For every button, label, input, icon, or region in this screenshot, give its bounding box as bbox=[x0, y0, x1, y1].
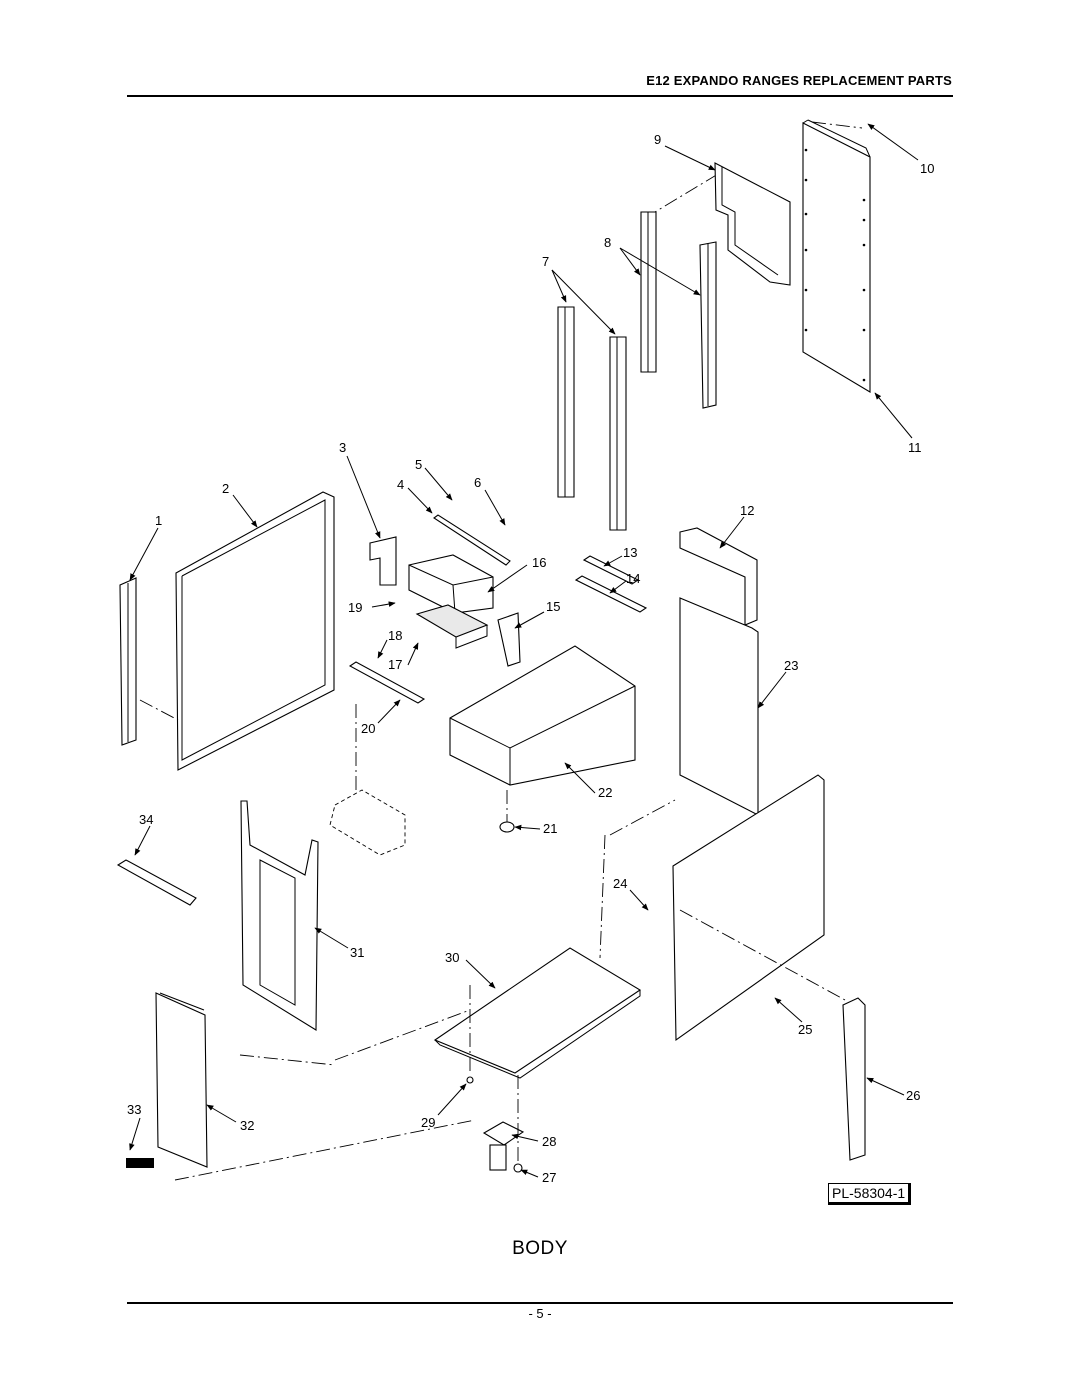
callout-25: 25 bbox=[798, 1022, 812, 1037]
callout-21: 21 bbox=[543, 821, 557, 836]
callout-20: 20 bbox=[361, 721, 375, 736]
part-28-leg bbox=[482, 1121, 525, 1171]
part-32-side-panel bbox=[155, 992, 208, 1168]
part-29-screw bbox=[466, 1076, 474, 1084]
callout-13: 13 bbox=[623, 545, 637, 560]
callout-11: 11 bbox=[908, 440, 922, 455]
callout-23: 23 bbox=[784, 658, 798, 673]
part-15-bracket bbox=[497, 612, 521, 667]
callout-28: 28 bbox=[542, 1134, 556, 1149]
part-21-foot bbox=[499, 821, 515, 833]
callout-2: 2 bbox=[222, 481, 229, 496]
callout-34: 34 bbox=[139, 812, 153, 827]
callout-8: 8 bbox=[604, 235, 611, 250]
callout-7: 7 bbox=[542, 254, 549, 269]
callout-numbers: 9 10 8 7 11 3 5 4 6 2 1 12 13 16 14 15 1… bbox=[127, 132, 934, 1185]
callout-27: 27 bbox=[542, 1170, 556, 1185]
part-27-screw bbox=[513, 1163, 523, 1173]
callout-3: 3 bbox=[339, 440, 346, 455]
page-number: - 5 - bbox=[528, 1306, 552, 1321]
callout-19: 19 bbox=[348, 600, 362, 615]
callout-22: 22 bbox=[598, 785, 612, 800]
callout-4: 4 bbox=[397, 477, 404, 492]
callout-18: 18 bbox=[388, 628, 402, 643]
part-7-channels bbox=[557, 306, 627, 531]
page-header-title: E12 EXPANDO RANGES REPLACEMENT PARTS bbox=[646, 73, 952, 88]
callout-10: 10 bbox=[920, 161, 934, 176]
callout-33: 33 bbox=[127, 1102, 141, 1117]
part-1-trim bbox=[119, 577, 137, 746]
callout-32: 32 bbox=[240, 1118, 254, 1133]
callout-1: 1 bbox=[155, 513, 162, 528]
diagram-title: BODY bbox=[512, 1238, 568, 1259]
part-12-cover bbox=[679, 527, 758, 626]
callout-24: 24 bbox=[613, 876, 627, 891]
footer-rule bbox=[127, 1302, 953, 1304]
callout-26: 26 bbox=[906, 1088, 920, 1103]
callout-16: 16 bbox=[532, 555, 546, 570]
part-17-grille bbox=[415, 604, 489, 649]
part-20-bar bbox=[348, 661, 426, 704]
drawing-number: PL-58304-1 bbox=[828, 1183, 912, 1205]
callout-29: 29 bbox=[421, 1115, 435, 1130]
part-11-side-panel bbox=[802, 119, 871, 393]
leader-arrows bbox=[129, 123, 919, 1178]
callout-6: 6 bbox=[474, 475, 481, 490]
callout-14: 14 bbox=[626, 571, 640, 586]
part-31-front-panel bbox=[240, 800, 319, 1031]
part-23-side-panel bbox=[679, 597, 759, 816]
part-3-bracket bbox=[369, 536, 397, 586]
part-25-side-panel bbox=[672, 774, 825, 1042]
callout-17: 17 bbox=[388, 657, 402, 672]
callout-15: 15 bbox=[546, 599, 560, 614]
part-26-corner-trim bbox=[842, 997, 866, 1161]
part-16-duct bbox=[408, 554, 494, 614]
part-9-bracket bbox=[714, 162, 791, 286]
callout-30: 30 bbox=[445, 950, 459, 965]
callout-5: 5 bbox=[415, 457, 422, 472]
callout-31: 31 bbox=[350, 945, 364, 960]
part-8-channels bbox=[640, 211, 717, 409]
part-2-side-frame bbox=[175, 491, 335, 771]
part-30-base bbox=[433, 947, 642, 1079]
vulcan-logo bbox=[126, 1158, 154, 1168]
header-rule bbox=[127, 95, 953, 97]
part-13-14-brackets bbox=[574, 555, 648, 613]
part-22-base-tray bbox=[449, 645, 636, 786]
part-34-trim bbox=[116, 859, 197, 906]
callout-9: 9 bbox=[654, 132, 661, 147]
callout-12: 12 bbox=[740, 503, 754, 518]
part-4-rail bbox=[433, 514, 511, 566]
part-hidden-bracket bbox=[329, 789, 406, 856]
